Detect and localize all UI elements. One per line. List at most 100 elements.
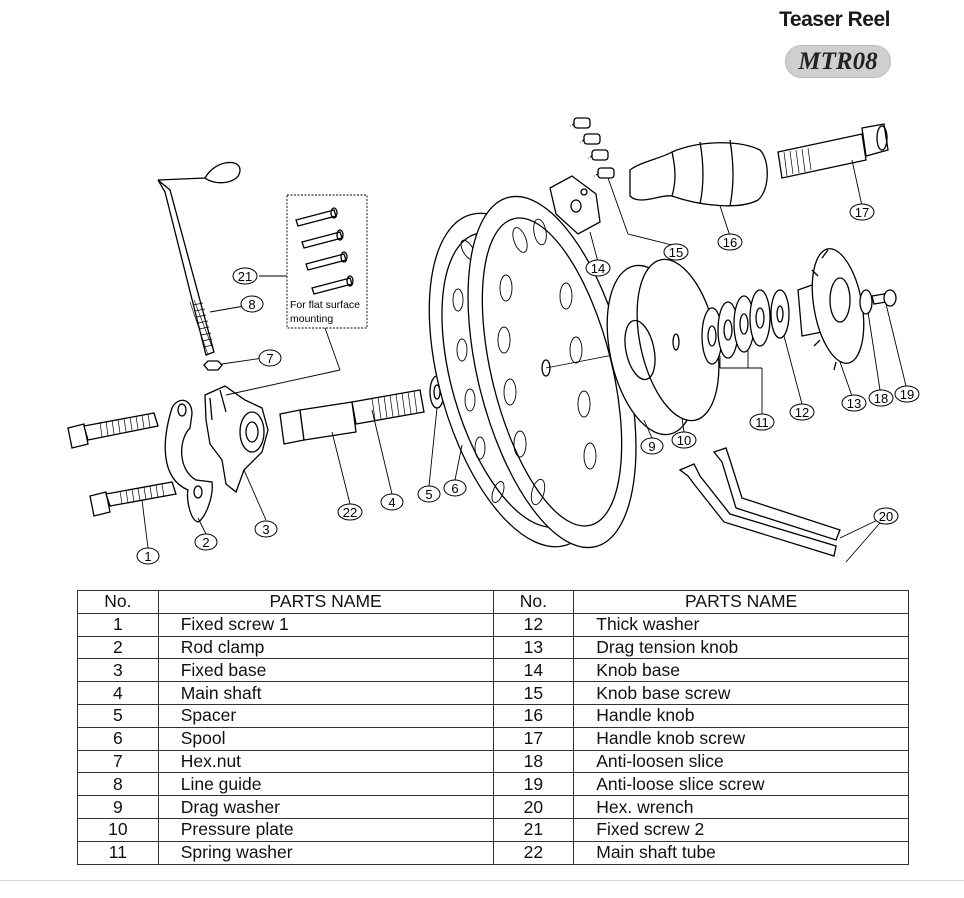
- header-no: No.: [492, 590, 575, 614]
- part-number: 7: [77, 749, 159, 774]
- part-name: Hex.nut: [157, 749, 494, 774]
- part-number: 20: [492, 795, 575, 819]
- exploded-parts-diagram: 1 2 3 4 5 6 7 8 9 10 11 12 13 14 15 16 1…: [67, 117, 920, 565]
- part-number: 22: [492, 840, 575, 865]
- hex-wrench-drawing: [678, 447, 841, 557]
- callout-number: 1: [144, 549, 151, 564]
- spring-washers-drawing: [701, 289, 771, 365]
- part-name: Main shaft: [157, 681, 494, 705]
- callout-11: [749, 413, 775, 431]
- part-name: Fixed screw 2: [573, 817, 909, 842]
- callout-20: [873, 507, 899, 525]
- rod-clamp-drawing: [164, 399, 213, 523]
- part-number: 17: [492, 726, 575, 751]
- handle-knob-screw-drawing: [777, 123, 889, 179]
- table-row: 6 Spool 17 Handle knob screw: [77, 726, 909, 751]
- callout-7: [258, 349, 282, 367]
- part-name: Rod clamp: [157, 635, 494, 660]
- part-name: Knob base screw: [573, 681, 909, 705]
- part-name: Spacer: [157, 703, 494, 728]
- pressure-plate-drawing: [606, 258, 720, 436]
- part-name: Pressure plate: [157, 817, 494, 842]
- table-row: 4 Main shaft 15 Knob base screw: [77, 681, 909, 705]
- part-number: 2: [77, 635, 159, 660]
- table-row: 7 Hex.nut 18 Anti-loosen slice: [77, 749, 909, 774]
- part-name: Spring washer: [157, 840, 494, 865]
- callout-number: 18: [874, 391, 888, 406]
- part-number: 16: [492, 703, 575, 728]
- table-row: 2 Rod clamp 13 Drag tension knob: [77, 635, 909, 660]
- callout-numbers: 1 2 3 4 5 6 7 8 9 10 11 12 13 14 15 16 1…: [144, 205, 914, 564]
- mounting-inset-drawing: [286, 194, 368, 329]
- callout-10: [671, 431, 697, 449]
- callout-number: 10: [677, 433, 691, 448]
- part-number: 6: [77, 726, 159, 751]
- fixed-screw-1-drawing: [67, 412, 177, 517]
- part-number: 9: [77, 795, 159, 819]
- callout-number: 3: [262, 522, 269, 537]
- thick-washer-drawing: [770, 289, 790, 339]
- anti-loosen-slice-drawing: [859, 289, 873, 315]
- part-name: Drag washer: [157, 795, 494, 819]
- callout-18: [868, 389, 894, 407]
- callout-number: 21: [238, 269, 252, 284]
- main-shaft-drawing: [279, 389, 425, 445]
- model-number: MTR08: [798, 48, 878, 75]
- table-row: 11 Spring washer 22 Main shaft tube: [77, 840, 909, 865]
- callout-number: 11: [755, 415, 769, 430]
- part-name: Main shaft tube: [573, 840, 909, 865]
- callout-22: [337, 503, 363, 521]
- callout-9: [640, 437, 664, 455]
- callout-3: [254, 520, 278, 538]
- callout-15: [663, 243, 689, 261]
- table-row: 3 Fixed base 14 Knob base: [77, 658, 909, 683]
- callout-number: 4: [388, 495, 395, 510]
- table-row: 10 Pressure plate 21 Fixed screw 2: [77, 817, 909, 842]
- part-name: Anti-loose slice screw: [573, 772, 909, 797]
- line-guide-drawing: [157, 161, 241, 356]
- part-name: Handle knob: [573, 703, 909, 728]
- callout-14: [585, 259, 611, 277]
- spool-drawing: [428, 195, 681, 549]
- part-name: Spool: [157, 726, 494, 751]
- callout-number: 16: [723, 235, 737, 250]
- part-name: Fixed screw 1: [157, 612, 494, 637]
- callout-2: [194, 533, 218, 551]
- callout-labels: [136, 203, 920, 565]
- part-number: 13: [492, 635, 575, 660]
- fixed-base-drawing: [204, 385, 269, 494]
- callout-number: 9: [648, 439, 655, 454]
- part-number: 18: [492, 749, 575, 774]
- table-row: 5 Spacer 16 Handle knob: [77, 703, 909, 728]
- part-number: 10: [77, 817, 159, 842]
- part-name: Knob base: [573, 658, 909, 683]
- part-number: 3: [77, 658, 159, 683]
- part-number: 12: [492, 612, 575, 637]
- part-number: 21: [492, 817, 575, 842]
- part-name: Line guide: [157, 772, 494, 797]
- part-number: 11: [77, 840, 159, 865]
- part-name: Anti-loosen slice: [573, 749, 909, 774]
- callout-21: [232, 267, 258, 285]
- part-number: 1: [77, 612, 159, 637]
- table-header-row: No. PARTS NAME No. PARTS NAME: [77, 590, 909, 614]
- callout-13: [841, 394, 867, 412]
- parts-table: No. PARTS NAME No. PARTS NAME 1 Fixed sc…: [77, 590, 909, 865]
- part-number: 8: [77, 772, 159, 797]
- callout-number: 8: [248, 297, 255, 312]
- callout-number: 13: [847, 396, 861, 411]
- part-name: Thick washer: [573, 612, 909, 637]
- table-row: 1 Fixed screw 1 12 Thick washer: [77, 612, 909, 637]
- knob-base-screws-drawing: [569, 117, 615, 179]
- diagram-title: Teaser Reel: [779, 8, 890, 31]
- header-no: No.: [77, 590, 159, 614]
- mounting-note-line1: For flat surface: [290, 299, 360, 311]
- header-parts-name: PARTS NAME: [157, 590, 494, 614]
- callout-number: 22: [343, 505, 357, 520]
- knob-base-drawing: [549, 175, 601, 235]
- callout-4: [380, 493, 404, 511]
- callout-number: 14: [591, 261, 605, 276]
- callout-16: [717, 233, 743, 251]
- callout-1: [136, 547, 160, 565]
- callout-17: [849, 203, 875, 221]
